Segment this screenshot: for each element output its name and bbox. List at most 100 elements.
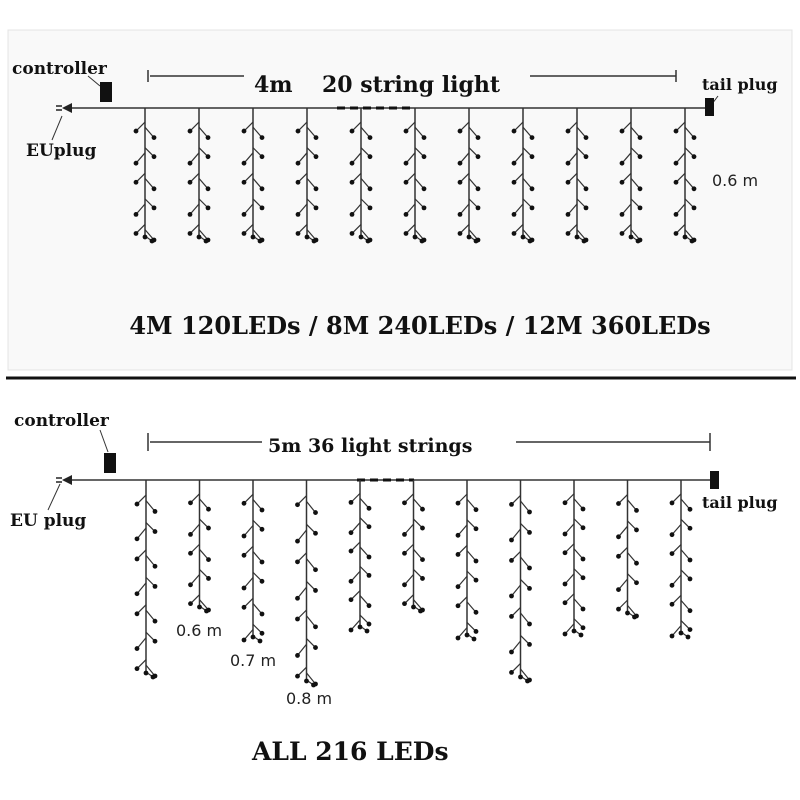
led-bulb	[509, 649, 514, 655]
led-bulb	[403, 128, 409, 134]
led-bulb	[295, 179, 301, 185]
led-bulb	[687, 525, 693, 531]
led-bulb	[187, 128, 193, 134]
top-string-4	[295, 108, 319, 244]
led-bulb	[241, 160, 247, 166]
led-bulb	[366, 505, 372, 511]
led-bulb	[616, 501, 621, 506]
led-bulb	[187, 231, 193, 236]
led-bulb	[152, 509, 158, 514]
led-bulb	[421, 135, 427, 141]
led-bulb	[357, 624, 363, 630]
led-bulb	[464, 632, 470, 638]
led-bulb	[259, 507, 265, 513]
led-bulb	[511, 160, 517, 166]
top-string-9	[565, 108, 589, 244]
bottom-eu-plug-pointer	[47, 483, 61, 511]
led-bulb	[457, 212, 463, 217]
led-bulb	[366, 603, 372, 609]
bottom-tail-plug-label: tail plug	[702, 493, 778, 512]
led-bulb	[206, 506, 211, 512]
led-bulb	[457, 179, 463, 185]
led-bulb	[349, 179, 355, 185]
led-bulb	[473, 558, 479, 564]
led-bulb	[259, 205, 265, 211]
bottom-string-7	[455, 480, 479, 642]
led-bulb	[565, 160, 571, 166]
led-bulb	[206, 525, 211, 531]
top-length-label: 4m	[254, 72, 293, 98]
led-bulb	[133, 160, 139, 166]
led-bulb	[403, 212, 409, 217]
top-strings-group	[133, 108, 697, 244]
top-string-7	[457, 108, 481, 244]
led-bulb	[152, 529, 158, 534]
led-bulb	[152, 583, 158, 589]
led-bulb	[687, 506, 693, 512]
bottom-drop-label-2: 0.7 m	[230, 651, 276, 670]
top-eu-plug-icon	[56, 103, 72, 113]
led-bulb	[455, 603, 461, 609]
led-bulb	[366, 572, 372, 578]
top-tail-plug-box	[705, 98, 714, 116]
led-bulb	[134, 556, 140, 562]
led-bulb	[134, 666, 140, 672]
top-eu-plug-label: EUplug	[26, 141, 96, 161]
led-bulb	[562, 631, 568, 637]
led-bulb	[619, 160, 625, 166]
led-bulb	[625, 610, 630, 616]
led-bulb	[509, 670, 514, 675]
led-bulb	[682, 234, 688, 240]
led-bulb	[188, 550, 193, 556]
led-bulb	[203, 238, 209, 244]
led-bulb	[418, 608, 423, 614]
led-bulb	[134, 611, 140, 617]
bottom-string-3	[241, 480, 265, 644]
led-bulb	[616, 606, 621, 612]
led-bulb	[241, 500, 247, 506]
led-bulb	[673, 212, 679, 217]
bottom-strings-group	[134, 480, 693, 688]
top-string-5	[349, 108, 373, 244]
top-strings-label: 20 string light	[322, 72, 501, 98]
led-bulb	[527, 530, 532, 535]
led-bulb	[204, 608, 209, 614]
bottom-tail-plug-box	[710, 471, 719, 489]
led-bulb	[348, 499, 354, 505]
led-bulb	[241, 231, 247, 236]
led-bulb	[687, 557, 693, 563]
led-bulb	[259, 526, 265, 532]
led-bulb	[259, 186, 265, 192]
led-bulb	[509, 502, 514, 507]
top-controller-label: controller	[12, 59, 108, 79]
led-bulb	[634, 560, 639, 566]
led-bulb	[457, 231, 463, 236]
led-bulb	[419, 238, 425, 244]
led-bulb	[583, 154, 589, 160]
led-bulb	[367, 154, 373, 160]
led-bulb	[616, 553, 621, 559]
led-bulb	[133, 128, 139, 134]
led-bulb	[471, 636, 477, 642]
led-bulb	[313, 588, 318, 593]
led-bulb	[402, 601, 407, 607]
bottom-string-8	[509, 480, 532, 684]
led-bulb	[143, 670, 149, 676]
bottom-controller-label: controller	[14, 411, 110, 431]
led-bulb	[689, 238, 695, 244]
led-bulb	[313, 135, 319, 141]
led-bulb	[304, 678, 309, 684]
top-controller-box	[100, 82, 112, 102]
led-bulb	[366, 524, 372, 530]
led-bulb	[311, 238, 317, 244]
led-bulb	[509, 558, 514, 563]
led-bulb	[580, 525, 586, 531]
led-bulb	[581, 238, 587, 244]
led-bulb	[455, 500, 461, 506]
led-bulb	[259, 154, 265, 160]
bottom-controller-pointer	[99, 429, 109, 453]
led-bulb	[691, 154, 697, 160]
led-bulb	[134, 501, 140, 507]
led-bulb	[295, 616, 300, 622]
led-bulb	[358, 234, 364, 240]
